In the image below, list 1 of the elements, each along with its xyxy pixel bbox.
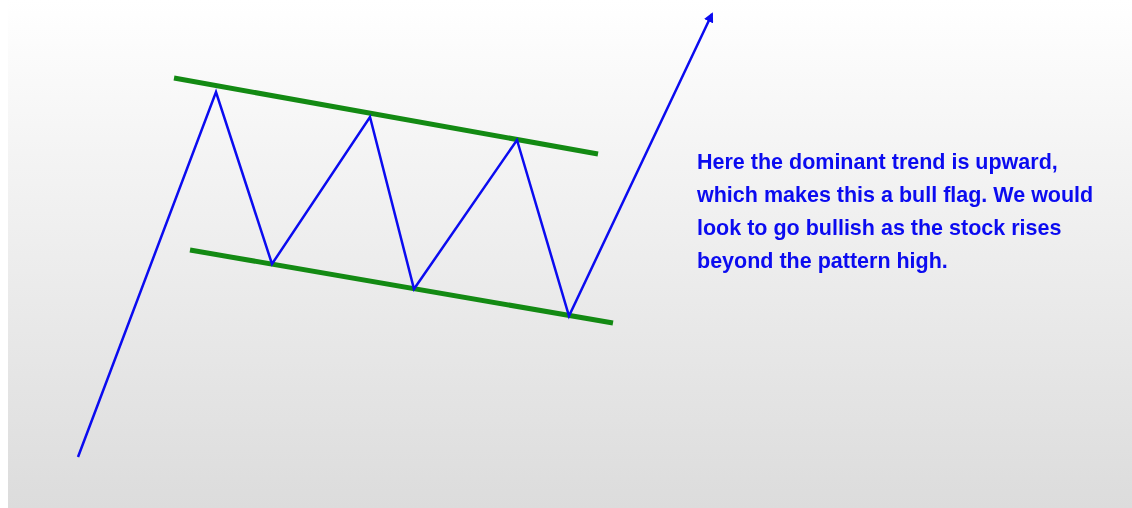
explanation-text: Here the dominant trend is upward, which makes this a bull flag. We would look to go bullish as the stock rises beyond the pattern high. bbox=[697, 149, 1095, 275]
